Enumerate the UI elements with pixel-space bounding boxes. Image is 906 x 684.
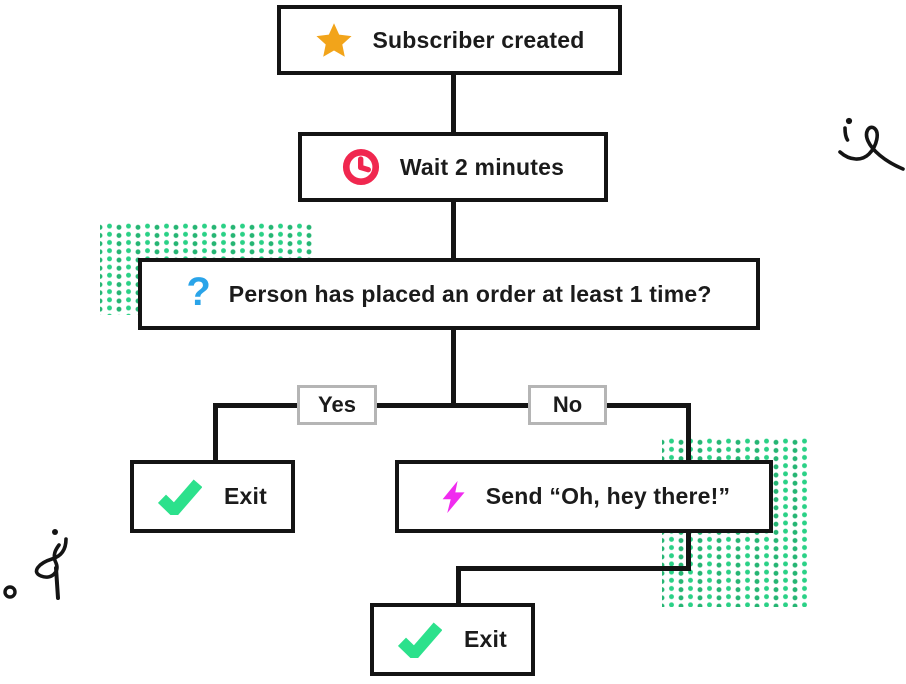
node-label: Subscriber created	[372, 26, 585, 53]
connector-no-down	[686, 403, 691, 462]
branch-label-text: No	[552, 392, 583, 417]
star-icon	[315, 22, 353, 58]
node-condition-order-placed[interactable]: ? Person has placed an order at least 1 …	[138, 258, 760, 330]
squiggle-doodle-bottom-left	[3, 529, 68, 600]
check-icon	[398, 622, 442, 658]
connector-condition-to-branch	[451, 328, 456, 408]
branch-label-no: No	[528, 385, 607, 425]
node-subscriber-created[interactable]: Subscriber created	[277, 5, 622, 75]
connector-send-horizontal	[456, 566, 691, 571]
node-label: Exit	[464, 626, 507, 652]
branch-label-yes: Yes	[297, 385, 377, 425]
node-label: Send “Oh, hey there!”	[485, 483, 731, 509]
branch-label-text: Yes	[318, 392, 356, 417]
node-exit-yes[interactable]: Exit	[130, 460, 295, 533]
connector-subscriber-to-wait	[451, 73, 456, 135]
node-exit-no[interactable]: Exit	[370, 603, 535, 676]
node-label: Person has placed an order at least 1 ti…	[228, 280, 712, 307]
check-icon	[158, 479, 202, 515]
connector-wait-to-condition	[451, 200, 456, 260]
connector-yes-down	[213, 403, 218, 462]
node-send-message[interactable]: Send “Oh, hey there!”	[395, 460, 773, 533]
squiggle-doodle-right	[838, 117, 905, 171]
connector-branch-horizontal	[213, 403, 691, 408]
connector-send-out	[686, 531, 691, 571]
question-icon: ?	[186, 270, 211, 314]
node-wait-2-minutes[interactable]: Wait 2 minutes	[298, 132, 608, 202]
node-label: Exit	[224, 483, 267, 509]
clock-icon	[342, 148, 380, 186]
connector-to-exit-bottom	[456, 566, 461, 606]
node-label: Wait 2 minutes	[399, 153, 565, 180]
lightning-icon	[438, 479, 468, 515]
